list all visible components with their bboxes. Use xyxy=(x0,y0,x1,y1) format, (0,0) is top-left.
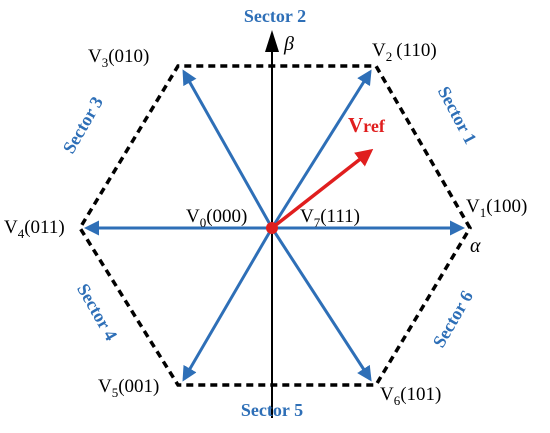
sector-1-label: Sector 1 xyxy=(434,83,481,147)
vector-v3-arrow xyxy=(182,69,274,229)
beta-axis-label: β xyxy=(283,33,294,55)
vector-v5-label: V5(001) xyxy=(98,376,159,400)
sector-2-label: Sector 2 xyxy=(244,6,306,26)
vector-v4-label: V4(011) xyxy=(4,217,65,241)
vector-v2-label: V2(110) xyxy=(372,40,437,64)
vector-v3-label: V3(010) xyxy=(88,46,149,70)
vector-v0-label: V0(000) xyxy=(186,206,247,230)
vector-v6-arrow xyxy=(270,227,372,382)
origin-dot xyxy=(266,222,278,234)
vector-v5-arrow xyxy=(182,227,274,382)
vector-v6-label: V6(101) xyxy=(380,384,441,408)
sector-4-label: Sector 4 xyxy=(73,280,121,344)
sector-5-label: Sector 5 xyxy=(241,400,303,420)
sector-6-label: Sector 6 xyxy=(429,287,477,351)
beta-axis-arrowhead xyxy=(265,30,279,52)
vector-v1-label: V1(100) xyxy=(466,196,527,220)
alpha-axis-label: α xyxy=(470,235,481,257)
sector-3-label: Sector 3 xyxy=(59,93,107,157)
vector-v7-label: V7(111) xyxy=(300,206,360,230)
vref-label: Vref xyxy=(348,113,386,137)
vref-arrow xyxy=(270,148,374,230)
vector-v2-arrow xyxy=(270,69,372,229)
